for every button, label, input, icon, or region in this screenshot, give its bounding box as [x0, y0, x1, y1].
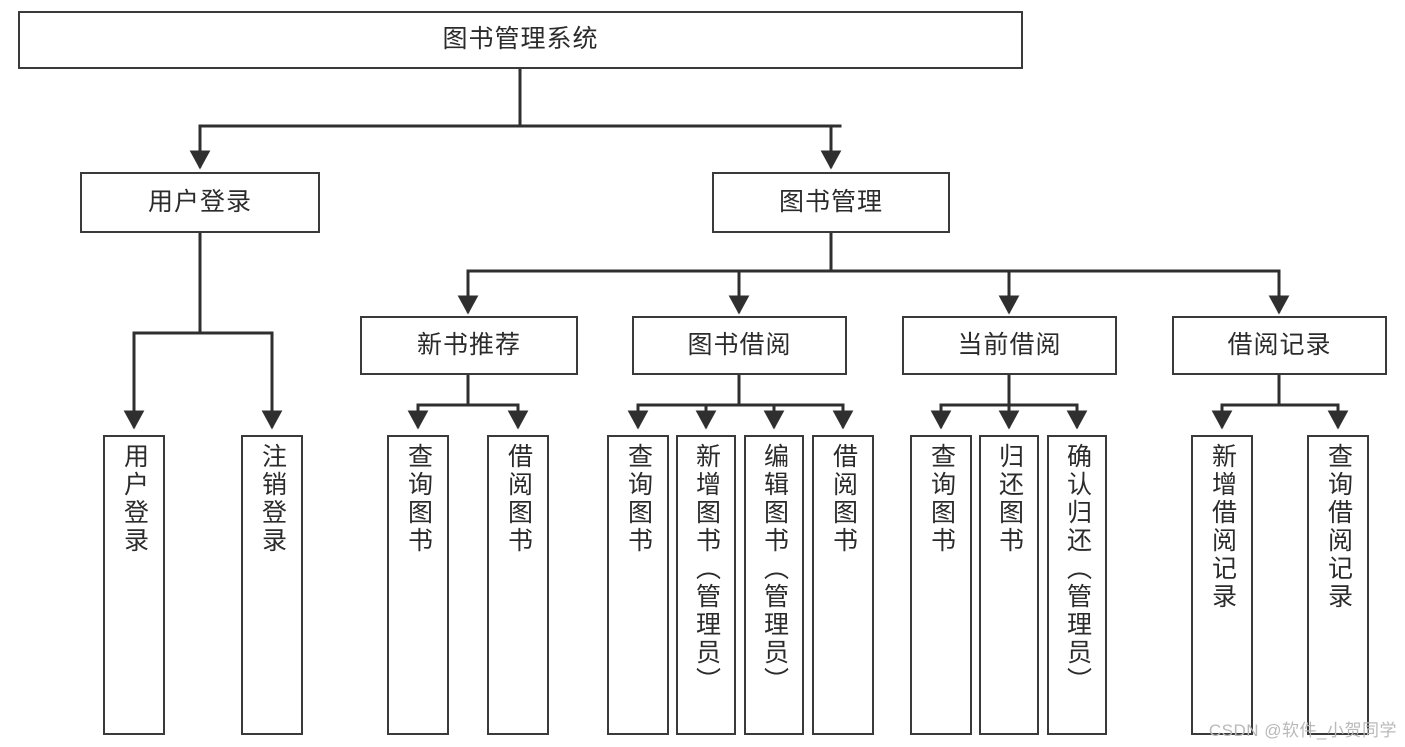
- node-borrow-record[interactable]: 借阅记录: [1172, 316, 1387, 375]
- leaf-query-book-1-label: 查询图书: [404, 443, 433, 555]
- leaf-query-book-1[interactable]: 查询图书: [387, 435, 449, 735]
- node-borrow-record-label: 借阅记录: [1227, 330, 1332, 359]
- leaf-add-borrow-record-label: 新增借阅记录: [1208, 443, 1237, 611]
- leaf-logout-login-label: 注销登录: [258, 443, 287, 555]
- node-new-book-recommend-label: 新书推荐: [416, 330, 521, 359]
- node-book-borrow[interactable]: 图书借阅: [632, 316, 847, 375]
- leaf-add-book[interactable]: 新增图书（管理员）: [676, 435, 736, 735]
- leaf-query-borrow-record[interactable]: 查询借阅记录: [1307, 435, 1369, 735]
- leaf-confirm-return[interactable]: 确认归还（管理员）: [1047, 435, 1107, 735]
- node-book-management[interactable]: 图书管理: [712, 172, 950, 233]
- leaf-user-login-label: 用户登录: [120, 443, 149, 555]
- leaf-return-book[interactable]: 归还图书: [979, 435, 1039, 735]
- leaf-borrow-book-1[interactable]: 借阅图书: [487, 435, 549, 735]
- node-book-borrow-label: 图书借阅: [687, 330, 792, 359]
- leaf-query-borrow-record-label: 查询借阅记录: [1324, 443, 1353, 611]
- leaf-add-borrow-record[interactable]: 新增借阅记录: [1191, 435, 1253, 735]
- leaf-add-book-label: 新增图书（管理员）: [692, 443, 721, 695]
- leaf-edit-book-label: 编辑图书（管理员）: [760, 443, 789, 695]
- leaf-user-login[interactable]: 用户登录: [103, 435, 165, 735]
- leaf-confirm-return-label: 确认归还（管理员）: [1063, 443, 1092, 695]
- leaf-query-book-2-label: 查询图书: [624, 443, 653, 555]
- node-user-login[interactable]: 用户登录: [80, 172, 320, 233]
- node-new-book-recommend[interactable]: 新书推荐: [360, 316, 578, 375]
- leaf-query-book-2[interactable]: 查询图书: [607, 435, 669, 735]
- node-user-login-label: 用户登录: [147, 187, 252, 216]
- leaf-borrow-book-2[interactable]: 借阅图书: [812, 435, 874, 735]
- leaf-return-book-label: 归还图书: [995, 443, 1024, 555]
- leaf-edit-book[interactable]: 编辑图书（管理员）: [744, 435, 804, 735]
- leaf-borrow-book-2-label: 借阅图书: [829, 443, 858, 555]
- node-book-management-label: 图书管理: [778, 187, 883, 216]
- node-current-borrow-label: 当前借阅: [957, 330, 1062, 359]
- leaf-query-book-3[interactable]: 查询图书: [910, 435, 972, 735]
- node-root-label: 图书管理系统: [442, 25, 599, 54]
- node-current-borrow[interactable]: 当前借阅: [902, 316, 1117, 375]
- leaf-logout-login[interactable]: 注销登录: [241, 435, 303, 735]
- leaf-borrow-book-1-label: 借阅图书: [504, 443, 533, 555]
- leaf-query-book-3-label: 查询图书: [927, 443, 956, 555]
- node-root[interactable]: 图书管理系统: [18, 11, 1023, 69]
- watermark: CSDN @软件_小贺同学: [1208, 721, 1397, 740]
